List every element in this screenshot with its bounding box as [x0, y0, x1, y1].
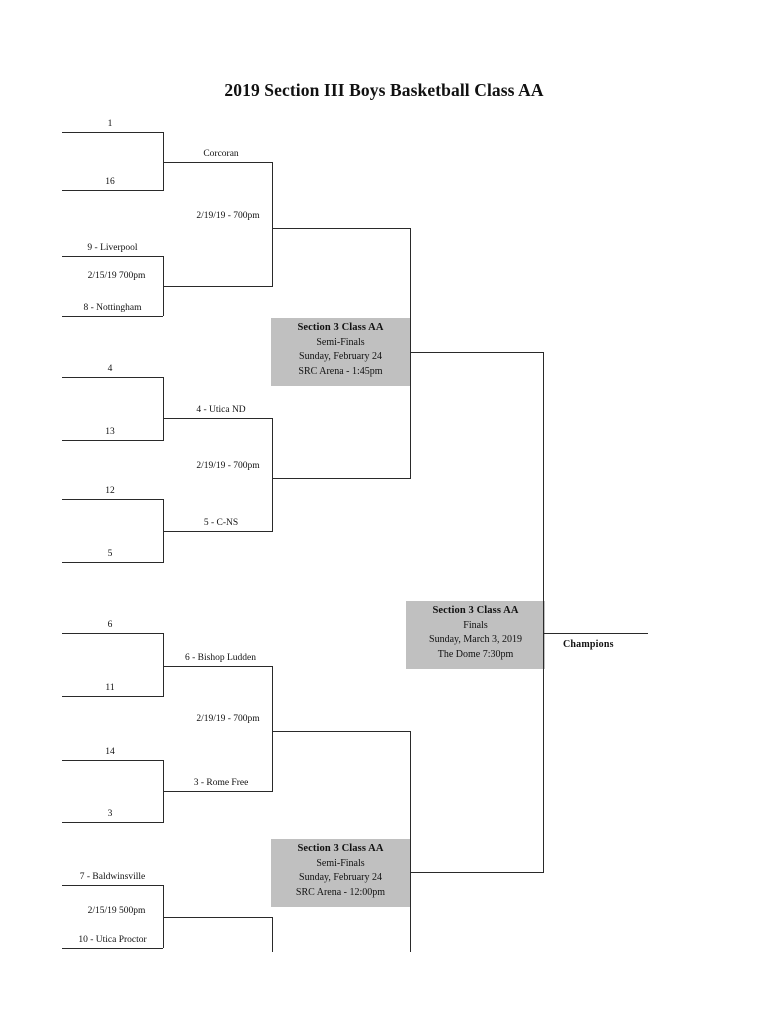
bracket-line-r2-game6	[163, 917, 273, 918]
bracket-line-r2-game5	[163, 791, 273, 792]
page-title: 2019 Section III Boys Basketball Class A…	[224, 80, 544, 100]
bracket-line-qf3-out	[272, 731, 411, 732]
semifinal-top-venue: SRC Arena - 1:45pm	[298, 365, 383, 377]
bracket-connector-sf2	[410, 731, 411, 952]
seed-label-5: 5	[107, 549, 113, 559]
seed-label-14: 14	[105, 747, 115, 757]
bracket-connector-q4	[163, 633, 164, 697]
semifinal-bottom-title: Section 3 Class AA	[297, 843, 384, 854]
playin-top-team-nottingham: 8 - Nottingham	[83, 303, 142, 313]
seed-label-12: 12	[105, 486, 115, 496]
bracket-line-playin-top-lower	[62, 316, 163, 317]
seed-label-16: 16	[105, 177, 115, 187]
seed-label-4: 4	[107, 364, 113, 374]
bracket-line-r2-game3	[163, 531, 273, 532]
bracket-connector-q2	[163, 377, 164, 441]
bracket-line-playin-top-upper	[62, 256, 163, 257]
seed-label-6: 6	[107, 620, 113, 630]
bracket-line-q2-top	[62, 377, 163, 378]
champion-label: Champions	[563, 639, 614, 650]
bracket-connector-qf2	[272, 418, 273, 532]
playin-top-team-liverpool: 9 - Liverpool	[87, 243, 138, 253]
finals-date: Sunday, March 3, 2019	[429, 634, 522, 645]
seed-label-13: 13	[105, 427, 115, 437]
round2-winner-cns: 5 - C-NS	[203, 518, 239, 528]
bracket-line-q2-bottom	[62, 440, 163, 441]
seed-label-3: 3	[107, 809, 113, 819]
bracket-line-sf1-out	[410, 352, 544, 353]
round2-winner-utica-nd: 4 - Utica ND	[196, 405, 246, 415]
finals-round: Finals	[463, 619, 488, 631]
bracket-line-r2-game1-lower	[163, 286, 273, 287]
bracket-connector-qf4	[272, 917, 273, 952]
bracket-line-r2-game2	[163, 418, 273, 419]
bracket-connector-qf3	[272, 666, 273, 792]
bracket-connector-sf1	[410, 228, 411, 479]
semifinal-bottom-box: Section 3 Class AA Semi-Finals Sunday, F…	[271, 839, 410, 907]
bracket-line-q5-bottom	[62, 822, 163, 823]
bracket-line-q1-bottom	[62, 190, 163, 191]
bracket-line-q5-top	[62, 760, 163, 761]
playin-bottom-team-utica-proctor: 10 - Utica Proctor	[78, 935, 147, 945]
bracket-line-playin-bottom-lower	[62, 948, 163, 949]
playin-bottom-team-baldwinsville: 7 - Baldwinsville	[79, 872, 146, 882]
playin-bottom-game-info: 2/15/19 500pm	[87, 906, 146, 916]
seed-label-11: 11	[105, 683, 115, 693]
bracket-connector-q1	[163, 132, 164, 191]
semifinal-top-round: Semi-Finals	[316, 336, 365, 348]
bracket-line-q4-top	[62, 633, 163, 634]
bracket-connector-finals	[543, 352, 544, 873]
bracket-line-playin-bottom-upper	[62, 885, 163, 886]
semifinal-bottom-round: Semi-Finals	[316, 857, 365, 869]
bracket-connector-qf1	[272, 162, 273, 287]
bracket-line-qf1-out	[272, 228, 411, 229]
bracket-connector-playin-bottom	[163, 885, 164, 948]
playin-top-game-info: 2/15/19 700pm	[87, 271, 146, 281]
finals-venue: The Dome 7:30pm	[437, 648, 514, 660]
semifinal-top-title: Section 3 Class AA	[297, 322, 384, 333]
qf1-game-info: 2/19/19 - 700pm	[196, 211, 260, 221]
bracket-line-r2-game4	[163, 666, 273, 667]
qf2-game-info: 2/19/19 - 700pm	[196, 461, 260, 471]
bracket-line-champion	[543, 633, 648, 634]
bracket-line-qf2-out	[272, 478, 411, 479]
semifinal-bottom-date: Sunday, February 24	[299, 872, 382, 883]
round2-winner-bishop-ludden: 6 - Bishop Ludden	[185, 653, 256, 663]
semifinal-top-box: Section 3 Class AA Semi-Finals Sunday, F…	[271, 318, 410, 386]
qf3-game-info: 2/19/19 - 700pm	[196, 714, 260, 724]
bracket-line-q3-bottom	[62, 562, 163, 563]
bracket-line-q3-top	[62, 499, 163, 500]
bracket-line-sf2-out	[410, 872, 544, 873]
round2-winner-rome-free: 3 - Rome Free	[193, 778, 249, 788]
bracket-line-r2-game1	[163, 162, 273, 163]
bracket-line-q4-bottom	[62, 696, 163, 697]
semifinal-bottom-venue: SRC Arena - 12:00pm	[295, 886, 386, 898]
finals-box: Section 3 Class AA Finals Sunday, March …	[406, 601, 545, 669]
seed-label-1: 1	[107, 119, 113, 129]
finals-title: Section 3 Class AA	[432, 605, 519, 616]
semifinal-top-date: Sunday, February 24	[299, 351, 382, 362]
bracket-line-q1-top	[62, 132, 163, 133]
round2-winner-corcoran: Corcoran	[203, 149, 239, 159]
